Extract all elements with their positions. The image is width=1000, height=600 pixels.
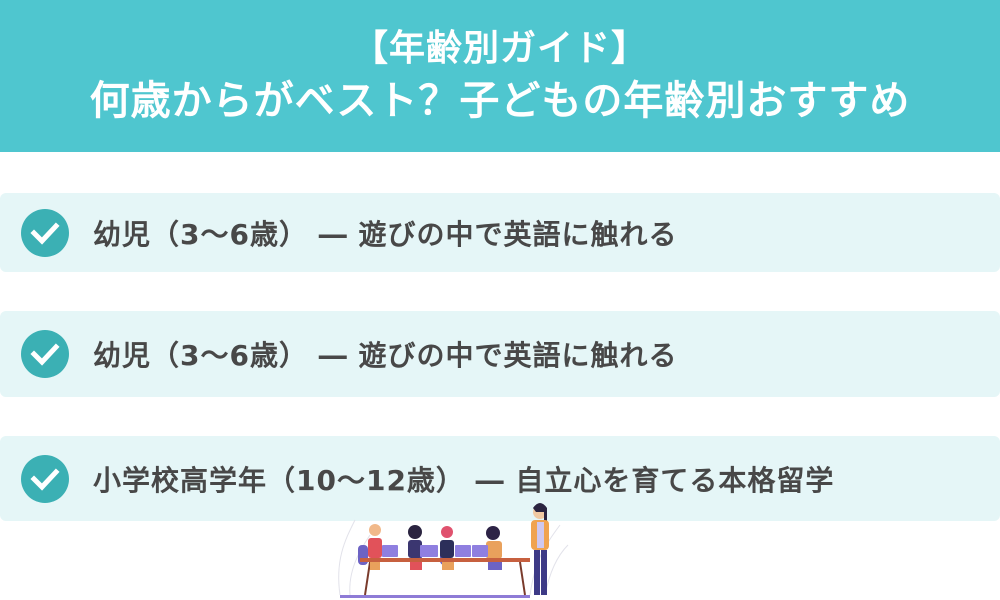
header-title: 何歳からがベスト？子どもの年齢別おすすめ [89,78,911,124]
check-circle-icon [21,208,69,257]
list-item: 小学校高学年（10〜12歳） ― 自立心を育てる本格留学 [0,436,1000,521]
list-item-text: 幼児（3〜6歳） ― 遊びの中で英語に触れる [93,217,678,251]
list-item: 幼児（3〜6歳） ― 遊びの中で英語に触れる [0,311,1000,397]
classroom-illustration [338,503,569,598]
list-item: 幼児（3〜6歳） ― 遊びの中で英語に触れる [0,193,1000,272]
check-circle-icon [21,330,69,378]
header-title-bracket: 【年齢別ガイド】 [351,28,648,69]
page-header: 【年齢別ガイド】 何歳からがベスト？子どもの年齢別おすすめ [0,0,1000,152]
check-circle-icon [21,454,69,503]
list-item-text: 小学校高学年（10〜12歳） ― 自立心を育てる本格留学 [93,463,835,497]
list-item-text: 幼児（3〜6歳） ― 遊びの中で英語に触れる [93,339,678,372]
